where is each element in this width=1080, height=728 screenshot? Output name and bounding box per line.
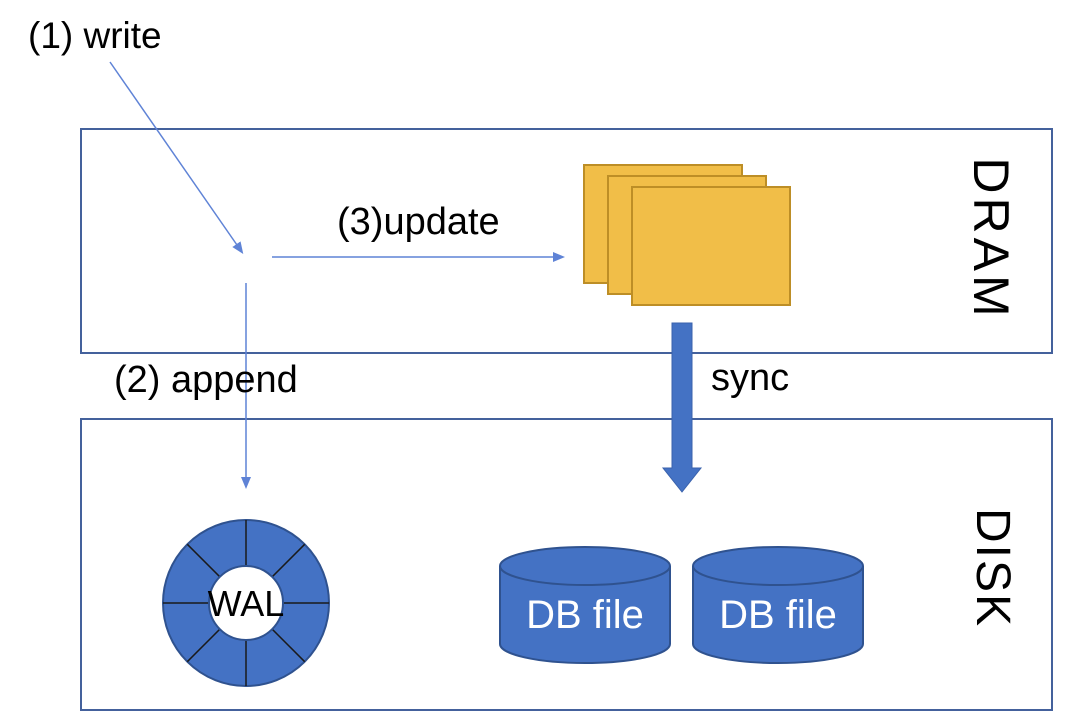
memory-page-icon [631, 186, 791, 306]
db-file-cylinder-icon [692, 546, 864, 664]
write-annotation: (1) write [28, 15, 162, 56]
sync-arrow [661, 322, 703, 493]
db-file-label: DB file [526, 593, 644, 637]
dram-region-box [80, 128, 1053, 354]
db-file-cylinder-icon [499, 546, 671, 664]
db-file-label: DB file [719, 593, 837, 637]
wal-label: WAL [207, 583, 285, 624]
append-annotation: (2) append [114, 359, 298, 401]
write-arrow [109, 61, 244, 255]
sync-annotation: sync [711, 357, 790, 399]
update-annotation: (3)update [337, 201, 500, 243]
wal-ring-icon [162, 519, 330, 687]
